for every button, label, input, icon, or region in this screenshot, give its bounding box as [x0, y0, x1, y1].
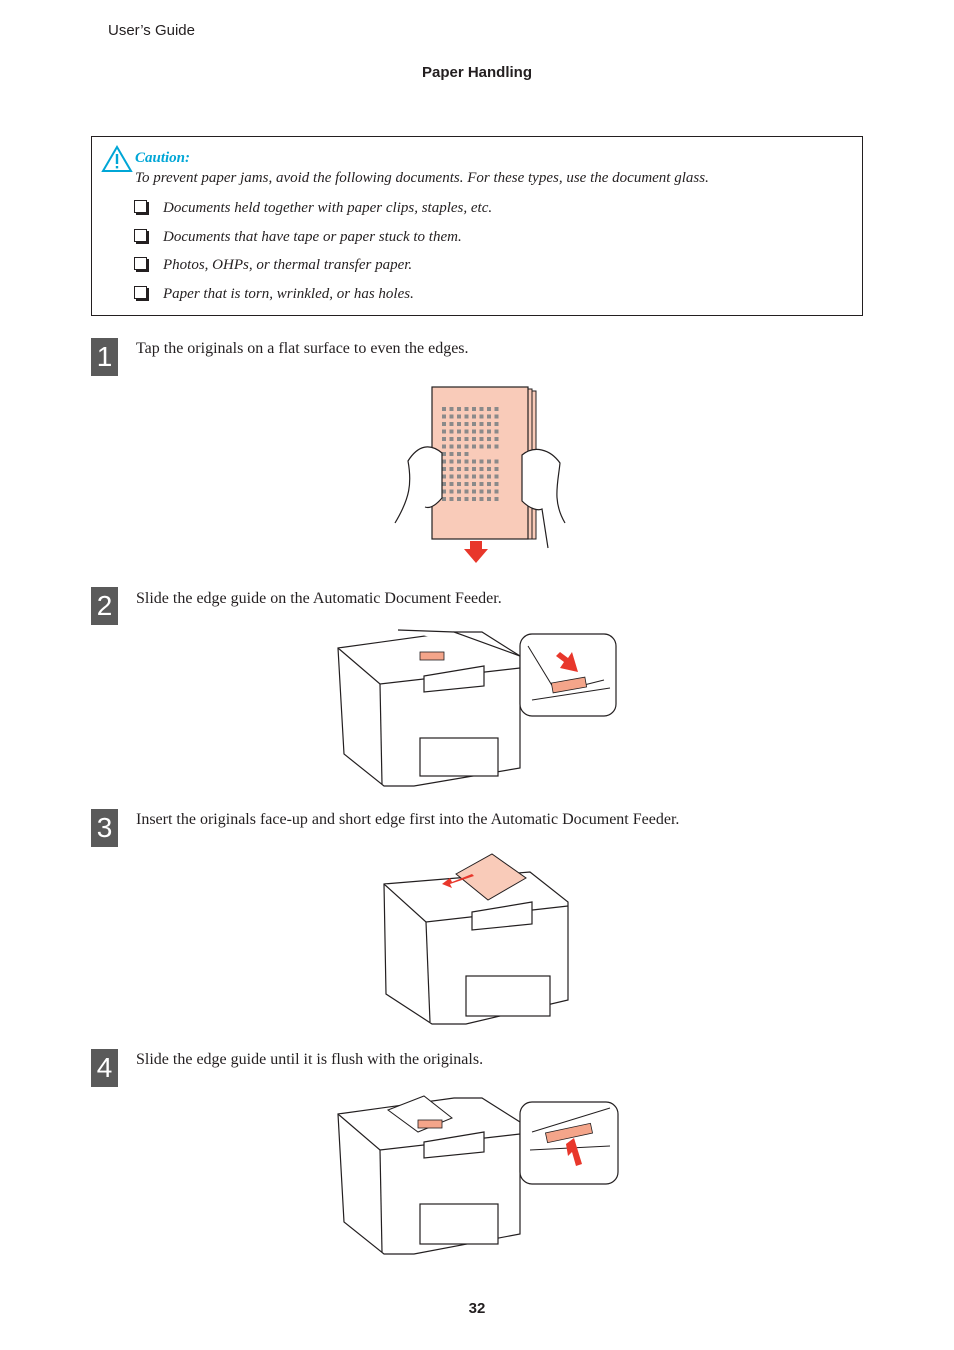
- list-item: Paper that is torn, wrinkled, or has hol…: [134, 285, 492, 314]
- caution-title: Caution:: [135, 150, 191, 166]
- checkbox-bullet-icon: [134, 286, 147, 300]
- flush-guide-illustration: [337, 1095, 619, 1255]
- step-number-3: 3: [91, 809, 118, 847]
- checkbox-bullet-icon: [134, 228, 147, 242]
- running-header: User’s Guide: [108, 22, 195, 39]
- warning-triangle-icon: [101, 145, 133, 172]
- list-item: Documents that have tape or paper stuck …: [134, 228, 492, 257]
- step-number-1: 1: [91, 338, 118, 376]
- edge-guide-illustration: [337, 629, 617, 787]
- checkbox-bullet-icon: [134, 257, 147, 271]
- list-item: Documents held together with paper clips…: [134, 199, 492, 228]
- caution-box: Caution: To prevent paper jams, avoid th…: [91, 136, 863, 316]
- list-item: Photos, OHPs, or thermal transfer paper.: [134, 256, 492, 285]
- section-title: Paper Handling: [421, 64, 533, 81]
- step-text-1: Tap the originals on a flat surface to e…: [136, 340, 469, 357]
- step-number-4: 4: [91, 1049, 118, 1087]
- step-text-3: Insert the originals face-up and short e…: [136, 811, 680, 828]
- step-text-2: Slide the edge guide on the Automatic Do…: [136, 590, 502, 607]
- tap-originals-illustration: [394, 386, 566, 563]
- caution-list: Documents held together with paper clips…: [134, 199, 492, 314]
- step-text-4: Slide the edge guide until it is flush w…: [136, 1051, 484, 1068]
- insert-originals-illustration: [383, 853, 569, 1025]
- step-number-2: 2: [91, 587, 118, 625]
- checkbox-bullet-icon: [134, 200, 147, 213]
- page-number: 32: [468, 1300, 486, 1317]
- caution-text: To prevent paper jams, avoid the followi…: [135, 170, 709, 186]
